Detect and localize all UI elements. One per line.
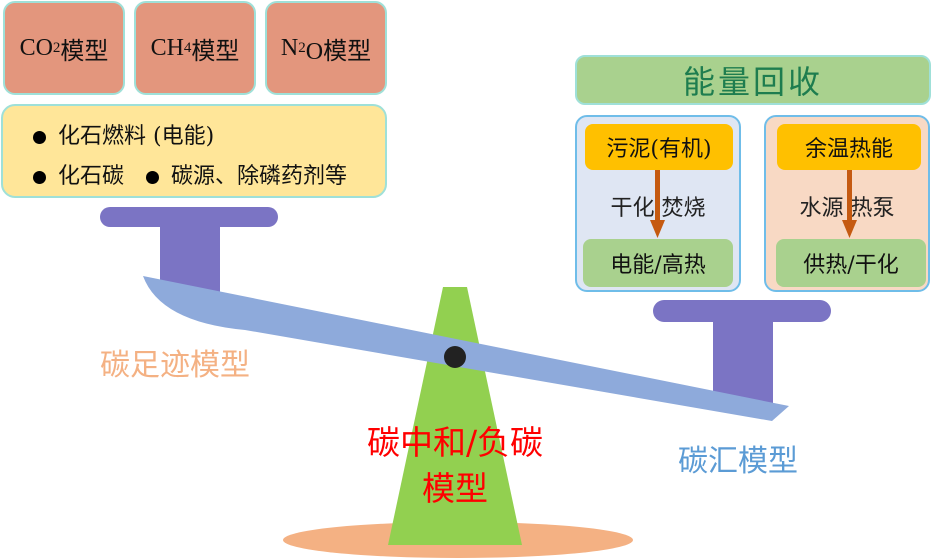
left-pedestal-bar (100, 207, 278, 227)
co2-base: CO (19, 34, 53, 61)
source-chemicals: 碳源、除磷药剂等 (171, 164, 348, 189)
bullet-icon (33, 130, 46, 144)
ch4-sub: 4 (183, 39, 192, 56)
carbon-footprint-label: 碳足迹模型 (100, 348, 250, 383)
heat-source: 余温热能 (777, 124, 921, 170)
right-pedestal-stem (713, 321, 773, 403)
carbon-neutral-line1: 碳中和/负碳 (366, 423, 544, 462)
balance-beam (143, 276, 789, 421)
source-fossil-fuel: 化石燃料 (电能) (58, 124, 215, 149)
energy-recovery-title: 能量回收 (575, 55, 931, 105)
sludge-panel: 污泥(有机) 干化 焚烧 电能/高热 (575, 115, 741, 292)
carbon-neutral-label: 碳中和/负碳 模型 (340, 420, 570, 512)
carbon-neutral-line2: 模型 (422, 469, 488, 508)
n2o-base: N (280, 34, 299, 61)
n2o-sub: 2 (298, 39, 306, 56)
arrow-down-icon (650, 170, 665, 238)
ch4-base: CH (150, 34, 184, 61)
sludge-source: 污泥(有机) (585, 124, 733, 170)
fulcrum-cone (388, 287, 522, 545)
co2-sub: 2 (52, 39, 61, 56)
co2-tail: 模型 (60, 38, 109, 65)
n2o-tail: O模型 (305, 38, 372, 65)
arrow-down-icon (842, 170, 857, 238)
carbon-sink-label: 碳汇模型 (678, 444, 798, 479)
bullet-icon (146, 170, 160, 184)
pivot-dot (444, 346, 466, 368)
ch4-tail: 模型 (191, 38, 240, 65)
right-pedestal-bar (653, 300, 831, 322)
heat-output: 供热/干化 (776, 239, 926, 287)
source-fossil-carbon: 化石碳 (58, 164, 125, 189)
heat-panel: 余温热能 水源 热泵 供热/干化 (764, 115, 930, 292)
emission-sources-box: 化石燃料 (电能) 化石碳 碳源、除磷药剂等 (1, 104, 387, 198)
bullet-icon (33, 170, 46, 184)
sludge-output: 电能/高热 (583, 239, 733, 287)
